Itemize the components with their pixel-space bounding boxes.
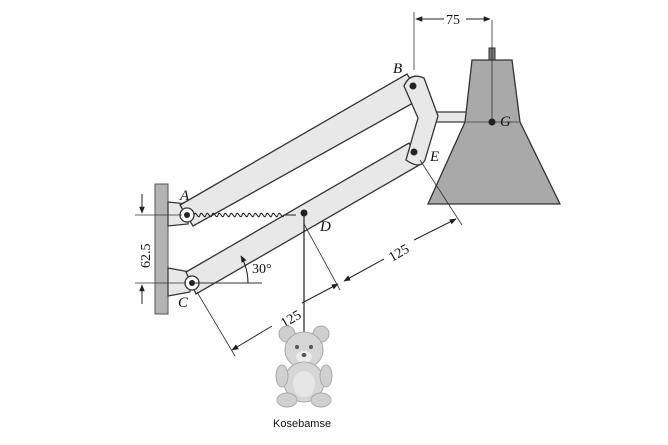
point-g	[488, 118, 496, 126]
label-a: A	[179, 188, 190, 204]
spring	[193, 212, 296, 218]
wall	[154, 183, 169, 315]
dim-75: 75	[446, 13, 460, 28]
angle-30: 30°	[252, 262, 272, 277]
label-d: D	[319, 219, 331, 235]
dim-125-upper: 125	[387, 242, 413, 265]
pin-b	[409, 82, 417, 90]
label-c: C	[178, 295, 189, 311]
dim-62-5: 62.5	[139, 244, 154, 269]
bracket-c	[167, 267, 191, 297]
arm-ab	[179, 73, 423, 227]
pin-e	[410, 148, 418, 156]
label-e: E	[429, 149, 439, 165]
label-b: B	[393, 61, 402, 77]
link-be	[403, 75, 439, 166]
caption: Kosebamse	[273, 418, 331, 430]
lamp-shade	[426, 59, 562, 205]
label-g: G	[500, 114, 511, 130]
teddy-bear	[275, 325, 333, 408]
